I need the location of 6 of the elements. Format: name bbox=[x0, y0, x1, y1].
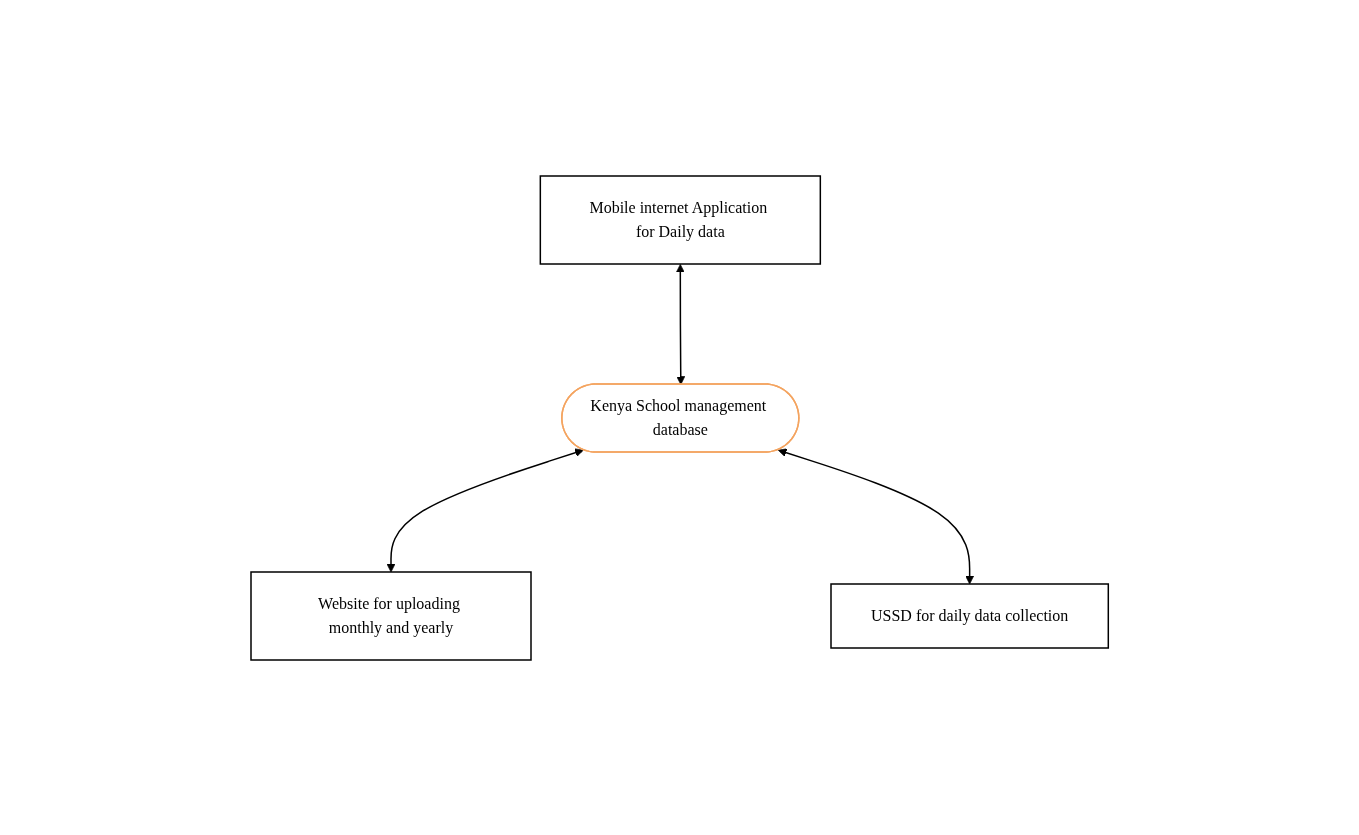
node-box: Mobile internet Application for Daily data bbox=[539, 174, 821, 265]
arrow bbox=[386, 447, 584, 572]
arrow bbox=[777, 447, 974, 584]
arrow bbox=[675, 263, 685, 385]
node-box: Website for uploading monthly and yearly bbox=[250, 570, 532, 661]
node-box: USSD for daily data collection bbox=[830, 582, 1109, 649]
